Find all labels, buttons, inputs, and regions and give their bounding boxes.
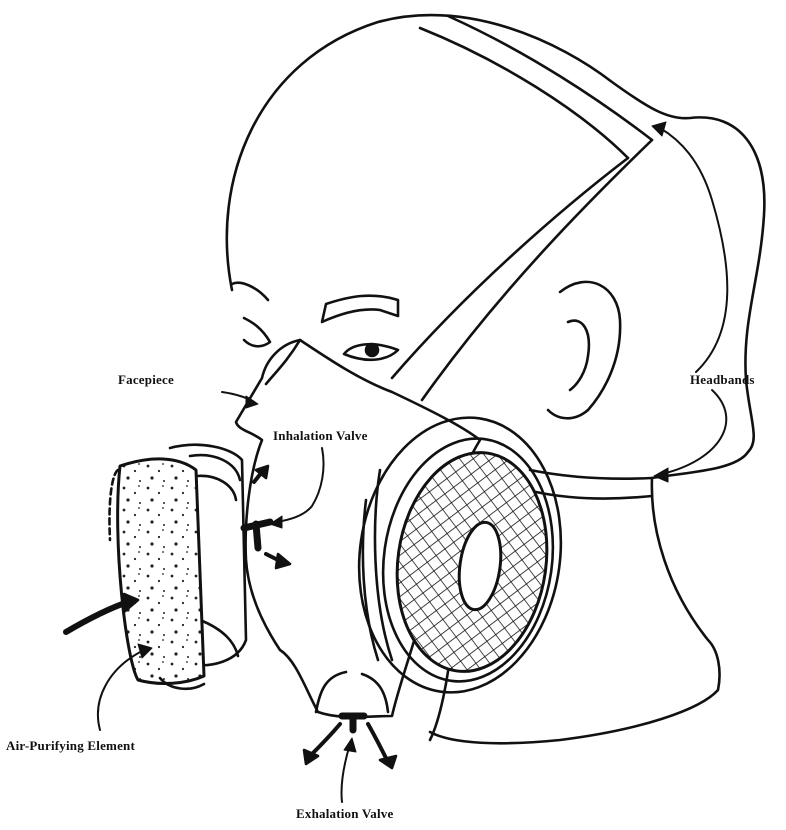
headband-top-2: [448, 16, 652, 140]
exhaust-arrow-right: [368, 724, 388, 762]
facepiece-label: Facepiece: [118, 372, 174, 388]
headband-top-1: [420, 28, 628, 158]
headband-diagonal-2: [422, 140, 652, 400]
exhalation-valve-label: Exhalation Valve: [296, 806, 393, 822]
exhaust-arrow-left: [310, 724, 340, 756]
eyebrow-left: [232, 283, 268, 300]
leader-headbands-bottom: [662, 390, 726, 474]
leader-inhalation: [276, 448, 324, 522]
pupil-right: [366, 344, 378, 356]
air-purifying-element: [118, 459, 204, 684]
headband-diagonal-1: [392, 158, 628, 378]
intake-arrow: [66, 602, 128, 632]
headbands-label: Headbands: [690, 372, 755, 388]
eyebrow-right: [322, 296, 398, 322]
leader-headbands-top: [660, 128, 727, 372]
leader-exhalation: [341, 744, 350, 802]
ear-inner: [568, 321, 589, 390]
inhalation-valve-label: Inhalation Valve: [273, 428, 368, 444]
air-purifying-element-label: Air-Purifying Element: [6, 738, 135, 754]
eye-left: [244, 318, 270, 346]
ear: [548, 282, 620, 418]
